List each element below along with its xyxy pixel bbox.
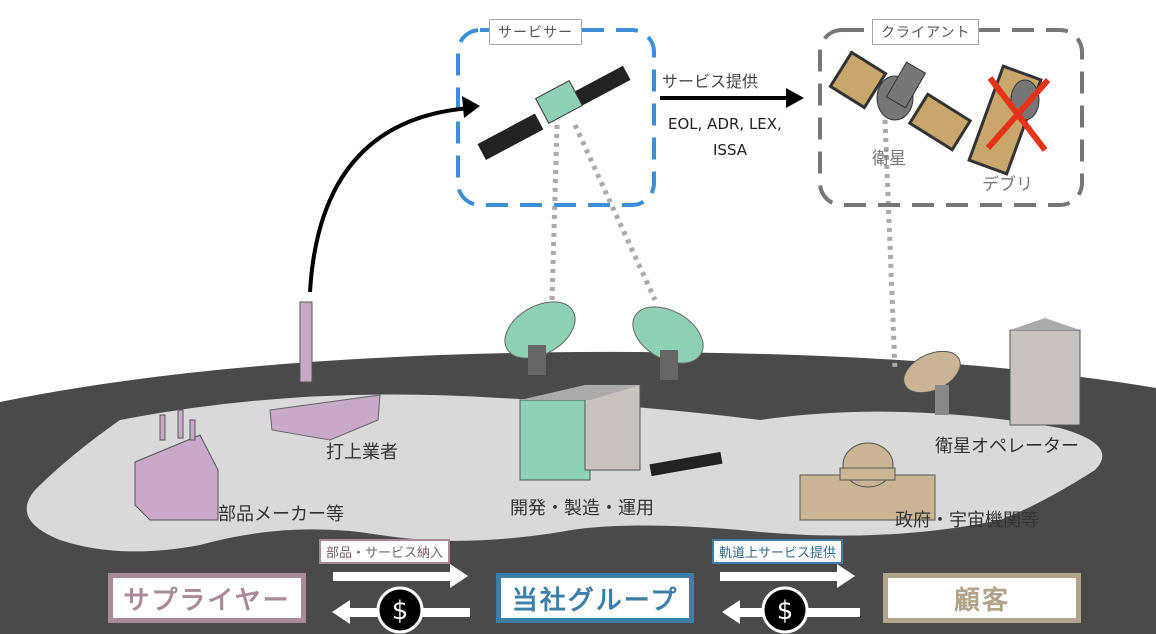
supply-arrow [333,564,468,588]
company-box: 当社グループ [496,573,694,623]
rocket-launch-site-icon [269,301,381,441]
mission-types-line1: EOL, ADR, LEX, [668,115,782,133]
service-delivery-arrow [720,564,855,588]
launch-arrow [308,106,471,293]
ground-dish-icon-2 [632,306,704,380]
parts-factory-icon [134,409,219,521]
link-dish-1 [549,124,560,301]
satellite-label: 衛星 [872,149,906,169]
ground-dish-icon-1 [504,301,576,375]
launch-arrowhead [462,96,480,118]
payment-coin-icon-2 [761,586,809,634]
orbit-service-label: 軌道上サービス提供 [712,539,844,564]
servicer-satellite-icon [477,65,631,160]
coin-symbol-2: $ [777,596,794,626]
link-dish-3 [882,119,898,371]
government-label: 政府・宇宙機関等 [895,510,1039,531]
coin-symbol-1: $ [392,596,409,626]
operator-building-icon [1009,318,1081,426]
service-provision-label: サービス提供 [662,72,759,91]
parts-maker-label: 部品メーカー等 [218,504,344,525]
link-dish-2 [572,123,658,302]
servicer-label: サービサー [489,19,582,45]
client-label: クライアント [872,19,980,45]
client-satellite-icon [828,50,973,152]
mission-types-line2: ISSA [713,141,748,159]
government-building-icon [799,442,936,521]
dev-ops-label: 開発・製造・運用 [510,498,654,519]
debris-label: デブリ [982,175,1033,195]
launcher-label: 打上業者 [326,442,398,463]
service-arrowhead [786,88,804,108]
payment-coin-icon-1 [376,586,424,634]
operator-label: 衛星オペレーター [935,436,1079,457]
customer-box: 顧客 [883,573,1081,623]
parts-delivery-label: 部品・サービス納入 [319,539,451,564]
debris-icon [967,64,1051,176]
supplier-box: サプライヤー [108,573,306,623]
company-building-icon [519,384,641,481]
small-satellite-icon [649,451,723,477]
operator-dish-icon [903,350,961,415]
